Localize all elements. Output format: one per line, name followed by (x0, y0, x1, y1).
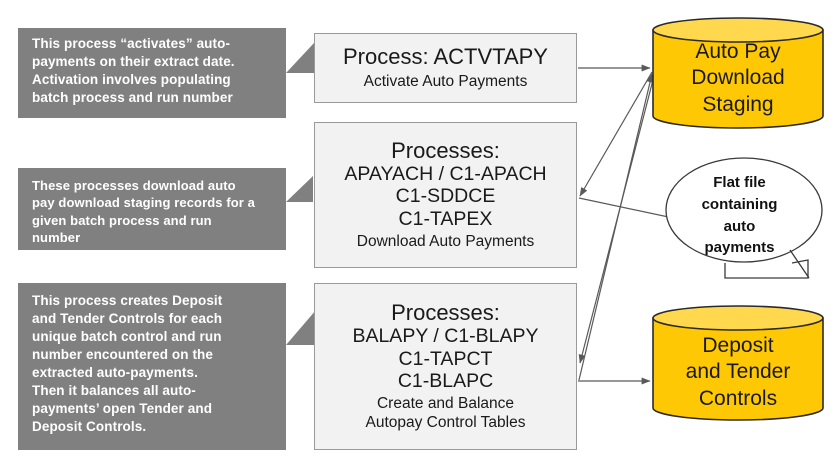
datastore-line: Staging (702, 92, 774, 116)
callout-activate-tail (286, 43, 314, 73)
connector-staging-to-download (579, 71, 653, 197)
callout-line: extracted auto-payments. (32, 364, 198, 380)
process-subtitle: Download Auto Payments (356, 232, 535, 250)
callout-line: payments on their extract date. (32, 53, 235, 69)
datastore-auto-pay-download-staging[interactable]: Auto Pay Download Staging (652, 17, 824, 129)
callout-line: number (32, 229, 81, 245)
callout-line: payments’ open Tender and (32, 400, 213, 416)
datastore-line: Download (691, 66, 785, 90)
datastore-label: Flat file containing auto payments (652, 172, 827, 259)
cylinder-shape (652, 305, 824, 421)
cylinder-shape (652, 17, 824, 129)
process-code: APAYACH / C1-APACH (344, 163, 547, 186)
callout-line: batch process and run number (32, 89, 233, 105)
process-code: BALAPY / C1-BLAPY (352, 325, 539, 348)
datastore-line: auto (723, 217, 756, 235)
process-box-balance[interactable]: Processes: BALAPY / C1-BLAPY C1-TAPCT C1… (314, 283, 577, 450)
datastore-line: payments (704, 239, 775, 257)
callout-line: unique batch control and run (32, 328, 222, 344)
process-code: C1-BLAPC (397, 369, 494, 392)
callout-line: Activation involves populating (32, 71, 231, 87)
datastore-line: Auto Pay (695, 40, 781, 63)
process-heading: Processes: (391, 137, 500, 163)
datastore-line: Deposit (702, 334, 774, 357)
datastore-flat-file[interactable]: Flat file containing auto payments (662, 152, 837, 285)
datastore-label: Deposit and Tender Controls (652, 333, 824, 412)
callout-line: given batch process and run (32, 212, 212, 228)
callout-line: and Tender Controls for each (32, 310, 223, 326)
process-code: C1-TAPCT (398, 347, 493, 370)
datastore-deposit-and-tender-controls[interactable]: Deposit and Tender Controls (652, 305, 824, 421)
process-subtitle: Autopay Control Tables (365, 413, 526, 431)
datastore-line: Controls (698, 386, 778, 410)
process-box-download[interactable]: Processes: APAYACH / C1-APACH C1-SDDCE C… (314, 122, 577, 268)
process-subtitle: Activate Auto Payments (363, 72, 528, 90)
connector-balance-to-staging (578, 73, 654, 381)
callout-line: number encountered on the (32, 346, 214, 362)
datastore-line: Flat file (713, 174, 766, 191)
callout-balance-tail (286, 310, 316, 345)
callout-line: Deposit Controls. (32, 418, 147, 434)
process-box-activate[interactable]: Process: ACTVTAPY Activate Auto Payments (314, 33, 577, 103)
callout-balance-note: This process creates Deposit and Tender … (18, 283, 286, 450)
process-code: C1-SDDCE (395, 185, 496, 208)
callout-line: These processes download auto (32, 178, 236, 193)
bubble-shape (665, 157, 823, 279)
process-heading: Process: ACTVTAPY (343, 43, 548, 69)
callout-activate-note: This process “activates” auto- payments … (18, 28, 286, 118)
process-heading: Processes: (391, 299, 500, 325)
callout-line: Then it balances all auto- (32, 382, 196, 398)
process-subtitle: Create and Balance (376, 395, 514, 413)
datastore-label: Auto Pay Download Staging (652, 39, 824, 118)
connector-staging-to-balance (578, 75, 655, 364)
callout-download-note: These processes download auto pay downlo… (18, 168, 286, 250)
callout-line: pay download staging records for a (32, 195, 255, 211)
callout-line: This process creates Deposit (32, 293, 223, 308)
datastore-line: and Tender (685, 360, 791, 384)
callout-line: This process “activates” auto- (32, 36, 231, 51)
datastore-line: containing (701, 195, 778, 213)
callout-download-tail (286, 176, 313, 202)
process-code: C1-TAPEX (398, 207, 493, 230)
